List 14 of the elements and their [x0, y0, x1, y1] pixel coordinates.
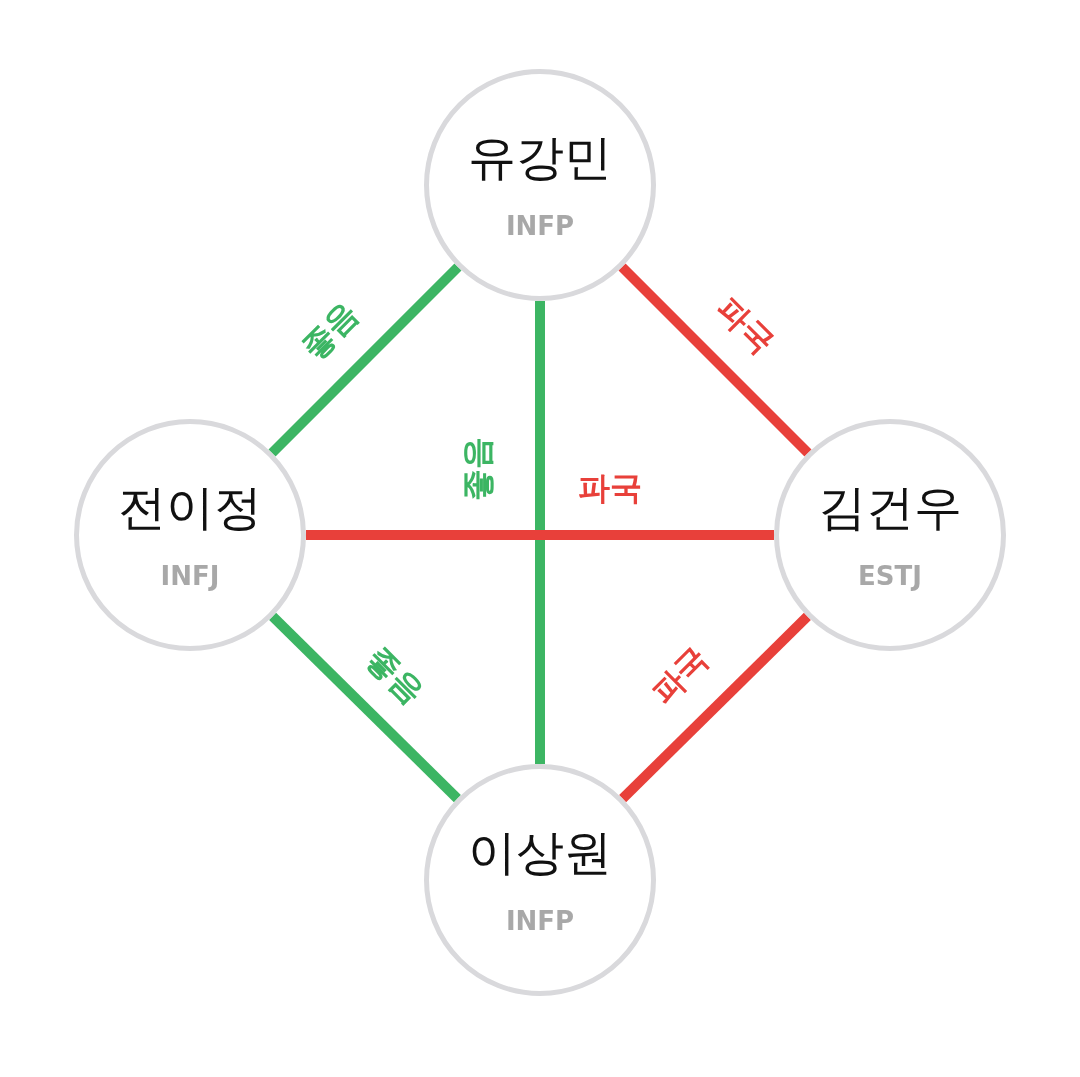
person-name: 김건우 [817, 478, 963, 537]
connector-line [618, 263, 812, 457]
connector-line [619, 612, 811, 803]
personality-type: INFP [504, 211, 576, 241]
connector-line [306, 530, 774, 540]
personality-type: INFP [504, 906, 576, 936]
connector-line [535, 301, 545, 764]
person-name: 유강민 [467, 128, 613, 187]
person-name: 이상원 [467, 823, 613, 882]
personality-type: ESTJ [857, 561, 923, 591]
connector-line [269, 612, 461, 803]
person-name: 전이정 [117, 478, 263, 537]
personality-type: INFJ [159, 561, 221, 591]
connector-line [268, 263, 462, 457]
